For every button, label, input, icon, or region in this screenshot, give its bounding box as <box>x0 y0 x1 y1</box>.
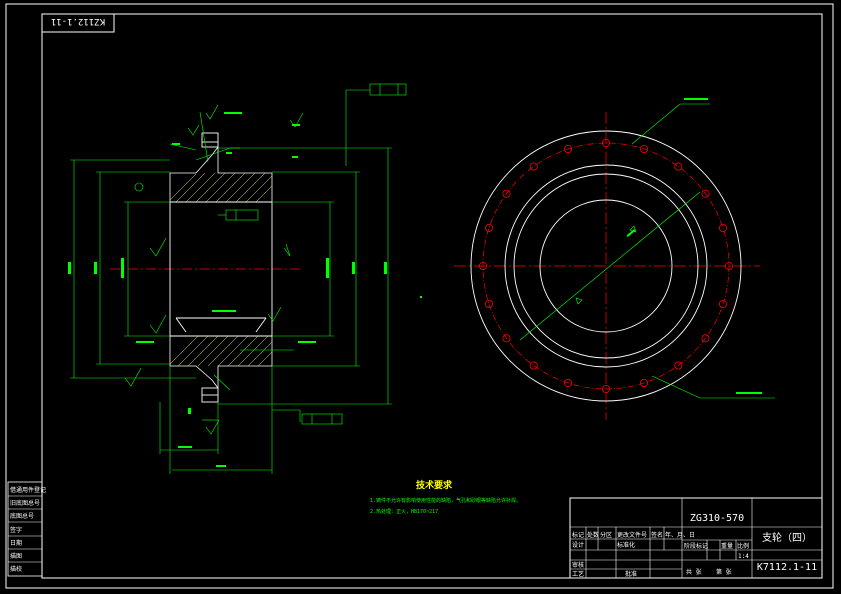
tb-role-review: 审核 <box>572 561 584 569</box>
tb-row-label-1: 标记 <box>572 531 584 539</box>
plan-dimensions <box>519 103 775 399</box>
bolt-hole <box>719 299 728 308</box>
side-stamp-6: 描图 <box>10 552 22 560</box>
bolt-hole <box>602 138 611 147</box>
tb-row-label-4: 更改文件号 <box>617 531 647 539</box>
corner-code-box <box>41 13 115 33</box>
point-marker <box>420 296 422 298</box>
section-outline <box>169 132 273 403</box>
tb-standardization: 标准化 <box>617 541 635 549</box>
side-stamp-3: 底图总号 <box>10 512 34 520</box>
section-dim-glyphs <box>68 112 387 467</box>
drawing-number: K7112.1-11 <box>757 562 817 573</box>
part-name: 支轮（四） <box>762 531 812 544</box>
side-stamp-4: 签字 <box>10 526 22 534</box>
bolt-hole <box>484 223 493 232</box>
bolt-hole <box>640 144 649 153</box>
bolt-hole <box>701 334 710 343</box>
tb-scale-header: 比例 <box>737 542 749 550</box>
inner-border <box>41 13 823 579</box>
side-stamp-7: 描校 <box>10 565 22 573</box>
bolt-hole <box>502 189 511 198</box>
bolt-hole <box>674 162 683 171</box>
section-dimensions <box>70 89 392 474</box>
technical-notes: 技术要求 1.铸件不允许有影响使用性能的缺陷，气孔和砂眼等缺陷允许补焊。 2.热… <box>370 479 521 515</box>
tb-weight-header: 重量 <box>721 542 733 550</box>
tb-sheet-number: 第 张 <box>716 568 732 576</box>
inner-ring-1 <box>504 164 708 368</box>
bolt-hole <box>502 334 511 343</box>
tb-role-design: 设计 <box>572 541 584 549</box>
bolt-hole <box>564 144 573 153</box>
bolt-circle <box>482 142 730 390</box>
bolt-hole <box>674 361 683 370</box>
plan-view <box>454 98 775 420</box>
tb-sheet-total: 共 张 <box>686 568 702 576</box>
outer-rim <box>470 130 742 402</box>
plan-dim-glyphs <box>626 98 762 394</box>
outer-border <box>5 3 834 589</box>
bolt-hole <box>602 384 611 393</box>
section-view <box>68 83 407 474</box>
title-block: ZG310-570 支轮（四） K7112.1-11 1:4 标记 处数 分区 … <box>569 497 823 579</box>
notes-title: 技术要求 <box>416 479 453 491</box>
bolt-hole <box>640 378 649 387</box>
scale-value: 1:4 <box>738 553 749 560</box>
section-hatch <box>169 145 273 390</box>
side-stamp-5: 日期 <box>10 539 22 547</box>
tb-role-process: 工艺 <box>572 570 584 578</box>
plan-rings <box>470 130 742 402</box>
section-roughness-marks <box>124 104 304 435</box>
tb-row-label-6: 年、月、日 <box>665 531 695 539</box>
bolt-hole <box>484 299 493 308</box>
bolt-hole <box>725 261 734 270</box>
tb-stage-header: 阶段标记 <box>684 542 708 550</box>
corner-code: KZ112.1-11 <box>51 16 105 26</box>
tb-approve: 批准 <box>625 570 637 578</box>
note-line-1: 1.铸件不允许有影响使用性能的缺陷，气孔和砂眼等缺陷允许补焊。 <box>370 497 521 504</box>
bolt-hole <box>478 261 487 270</box>
side-stamp-2: 旧底图总号 <box>10 499 40 507</box>
bolt-hole <box>529 162 538 171</box>
material-label: ZG310-570 <box>690 513 744 524</box>
tb-row-label-3: 分区 <box>600 531 612 539</box>
bolt-hole <box>529 361 538 370</box>
bore <box>539 199 673 333</box>
tb-row-label-2: 处数 <box>587 531 599 539</box>
sheet-frame <box>5 3 834 589</box>
bolt-hole <box>564 378 573 387</box>
bolt-hole <box>719 223 728 232</box>
inner-ring-2 <box>513 173 699 359</box>
side-stamp-1: 借通用件登记 <box>10 486 46 494</box>
bolt-holes <box>478 138 734 393</box>
tb-row-label-5: 签名 <box>651 531 663 539</box>
bolt-hole <box>701 189 710 198</box>
note-line-2: 2.热处理：正火，HB170~217 <box>370 508 438 515</box>
section-tolerance-frames <box>134 83 407 425</box>
side-stamp: 借通用件登记 旧底图总号 底图总号 签字 日期 描图 描校 <box>7 481 46 577</box>
